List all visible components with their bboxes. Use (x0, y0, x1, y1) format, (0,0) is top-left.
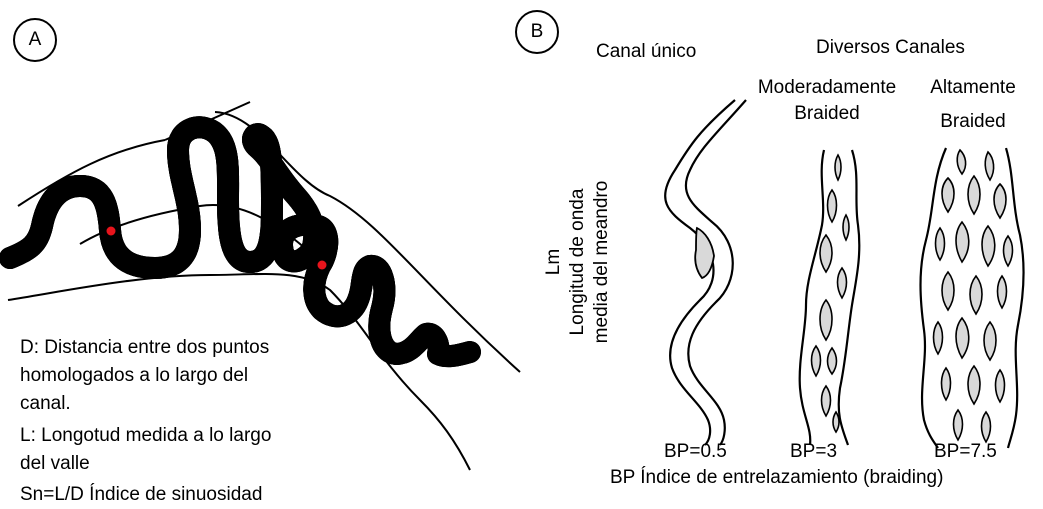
wavelength-axis-label: Lm Longitud de onda media del meandro (542, 162, 618, 362)
definition-d-line2: homologados a lo largo del (20, 365, 249, 386)
axis-label-line1: Lm (543, 248, 564, 276)
definition-d-line3: canal. (20, 393, 71, 414)
definition-l-line1: L: Longotud medida a lo largo (20, 425, 272, 446)
moderately-braided-channel (798, 149, 861, 446)
moderately-braided-title-line1: Moderadamente (757, 77, 897, 98)
single-channel-title: Canal único (596, 41, 697, 62)
meandering-channel (0, 127, 481, 356)
sinuosity-index-label: Sn=L/D Índice de sinuosidad (20, 484, 263, 505)
definition-d-line1: D: Distancia entre dos puntos (20, 337, 270, 358)
bp-moderate-value: BP=3 (790, 441, 838, 462)
highly-braided-title-line2: Braided (940, 111, 1006, 132)
highly-braided-channel (919, 147, 1025, 449)
panel-b-label: B (515, 10, 559, 54)
point-end (317, 260, 327, 270)
highly-braided-title-line1: Altamente (930, 77, 1016, 98)
braiding-index-caption: BP Índice de entrelazamiento (braiding) (610, 467, 944, 488)
definition-l-line2: del valle (20, 453, 90, 474)
axis-label-line3: media del meandro (591, 180, 612, 344)
bp-high-value: BP=7.5 (934, 441, 997, 462)
point-start (106, 226, 116, 236)
panel-a-label: A (13, 18, 57, 62)
axis-label-line2: Longitud de onda (567, 188, 588, 336)
multi-channel-title: Diversos Canales (816, 37, 965, 58)
moderately-braided-title-line2: Braided (794, 103, 860, 124)
bp-single-value: BP=0.5 (664, 441, 727, 462)
single-channel (664, 99, 747, 446)
